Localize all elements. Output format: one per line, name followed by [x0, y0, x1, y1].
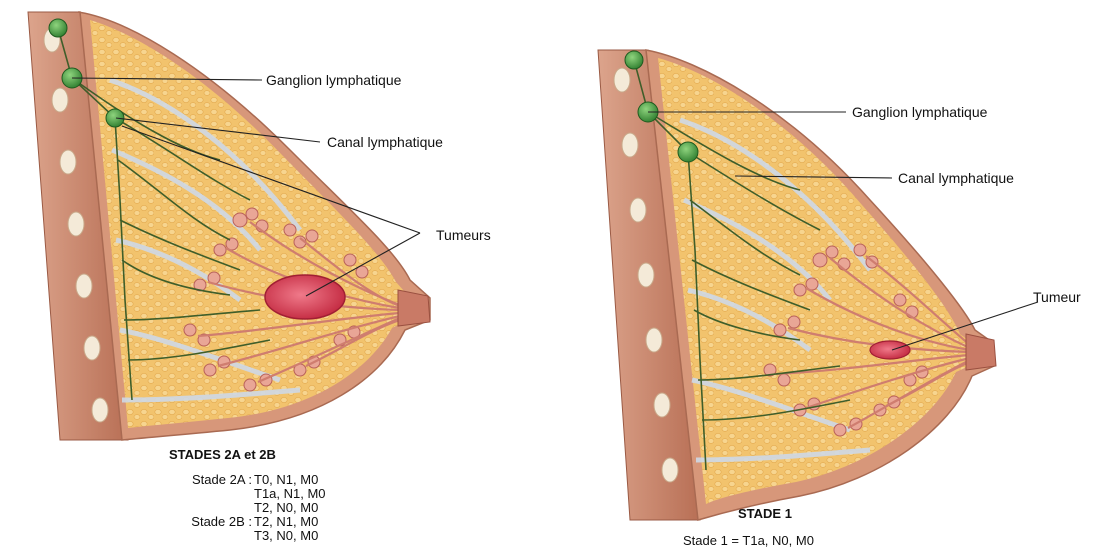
right-nipple: [966, 334, 996, 370]
stage-row-key: [156, 529, 252, 543]
left-lymph-node-1: [49, 19, 67, 37]
right-lymph-duct-label: Canal lymphatique: [898, 170, 1014, 186]
left-stage-heading: STADES 2A et 2B: [169, 447, 276, 462]
right-stage-definition: Stade 1 = T1a, N0, M0: [683, 533, 814, 548]
left-tumors-label: Tumeurs: [436, 227, 491, 243]
stage-row-value: T2, N1, M0: [252, 515, 318, 529]
stage-row-value: T0, N1, M0: [252, 473, 318, 487]
right-stage-heading: STADE 1: [738, 506, 792, 521]
right-tumor: [870, 341, 910, 359]
stage-row-value: T2, N0, M0: [252, 501, 318, 515]
stage-row: T1a, N1, M0: [156, 487, 326, 501]
left-lymph-node-label: Ganglion lymphatique: [266, 72, 401, 88]
stage-row: Stade 2A : T0, N1, M0: [156, 473, 326, 487]
left-nipple: [398, 290, 430, 326]
stage-row: T2, N0, M0: [156, 501, 326, 515]
stage-row-key: Stade 2B :: [156, 515, 252, 529]
stage-row: Stade 2B : T2, N1, M0: [156, 515, 326, 529]
left-lymph-duct-label: Canal lymphatique: [327, 134, 443, 150]
right-lymph-node-label: Ganglion lymphatique: [852, 104, 987, 120]
stage-row-key: Stade 2A :: [156, 473, 252, 487]
stage-row-key: [156, 487, 252, 501]
right-lymph-node-1: [625, 51, 643, 69]
right-breast-diagram: [598, 50, 1038, 520]
stage-row: T3, N0, M0: [156, 529, 326, 543]
right-lymph-node-3: [678, 142, 698, 162]
stage-row-value: T3, N0, M0: [252, 529, 318, 543]
stage-row-key: [156, 501, 252, 515]
right-tumor-label: Tumeur: [1033, 289, 1081, 305]
left-stage-list: Stade 2A : T0, N1, M0 T1a, N1, M0 T2, N0…: [156, 473, 326, 543]
stage-row-value: T1a, N1, M0: [252, 487, 326, 501]
left-lymph-node-3: [106, 109, 124, 127]
